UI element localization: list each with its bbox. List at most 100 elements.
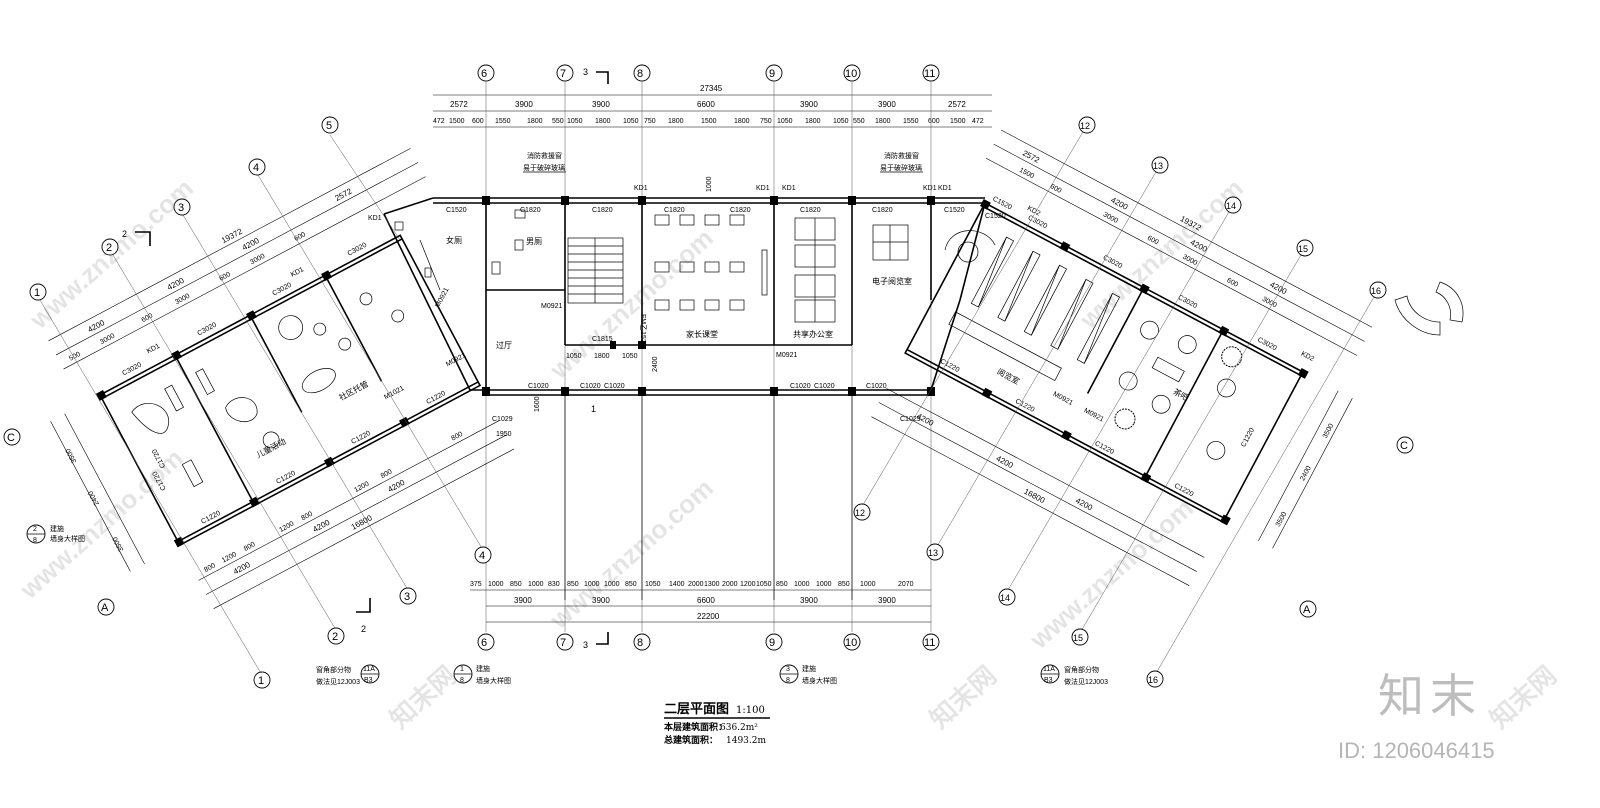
window-tag: C1020 xyxy=(580,383,601,390)
top-dimensions: 27345 2572 3900 3900 6600 3900 3900 2572… xyxy=(433,84,992,128)
dim-sub: 850 xyxy=(625,581,637,588)
central-block: 女厕 男厕 家长课堂 共享办公室 电子阅览室 过厅 C1520 C1820 C1… xyxy=(433,151,985,600)
curved-sofas xyxy=(1394,281,1464,336)
window-tag: KD1 xyxy=(368,215,382,222)
dim-sub: 850 xyxy=(567,581,579,588)
dim-sub: 1050 xyxy=(567,118,583,125)
room-label-parent-class: 家长课堂 xyxy=(686,329,718,339)
grid-bubble-12-bottom: 12 xyxy=(853,503,871,521)
note-fire-window-sub: 易于破碎玻璃 xyxy=(880,163,922,172)
dim-bay: 4200 xyxy=(1109,195,1129,212)
detail-symbol-2-8: 2 8 建施 墙身大样图 xyxy=(26,524,85,544)
detail-ref-title: 窗角部分物 xyxy=(1064,665,1099,674)
dim-sub: 800 xyxy=(243,541,257,553)
svg-text:11A: 11A xyxy=(363,666,375,673)
dim-sub: 3000 xyxy=(1261,296,1278,310)
grid-bubble-C-left: C xyxy=(3,428,21,446)
dim-bay: 4200 xyxy=(915,412,935,429)
grid-bubble-7-bottom: 7 xyxy=(556,633,574,651)
grid-bubble-9: 9 xyxy=(765,64,783,82)
grid-bubble-16: 16 xyxy=(1369,281,1387,299)
dim-vertical: 3500 xyxy=(65,447,79,464)
svg-text:14: 14 xyxy=(1226,201,1236,211)
svg-text:8: 8 xyxy=(33,537,37,544)
grid-bubble-13: 13 xyxy=(1151,156,1169,174)
window-tag: C3020 xyxy=(1256,336,1278,352)
dim-bay: 2572 xyxy=(1021,149,1041,166)
svg-text:11: 11 xyxy=(924,68,935,80)
svg-text:1: 1 xyxy=(460,666,464,673)
window-tag: C1020 xyxy=(866,383,887,390)
dim-sub: 375 xyxy=(470,581,482,588)
dim-bay: 2572 xyxy=(333,186,353,203)
dim-label: 1050 xyxy=(622,353,638,360)
svg-text:12: 12 xyxy=(1080,121,1090,131)
dim-sub: 600 xyxy=(1225,277,1239,289)
grid-bubble-3-bottom: 3 xyxy=(399,587,417,605)
dim-total-bottom: 22200 xyxy=(697,612,720,621)
dim-bay: 4200 xyxy=(311,518,331,535)
dim-sub: 850 xyxy=(838,581,850,588)
dim-sub: 600 xyxy=(1146,235,1160,247)
dim-sub: 2000 xyxy=(722,581,738,588)
door-tag: M1021 xyxy=(383,385,405,401)
dim-vertical: 2400 xyxy=(1299,465,1313,482)
brand-logo: 知末 ID: 1206046415 xyxy=(1338,670,1495,763)
room-label-children-activity: 儿童活动 xyxy=(254,436,287,460)
dim-sub: 1500 xyxy=(449,118,465,125)
dim-bay: 6600 xyxy=(697,100,715,109)
grid-bubble-C-right: C xyxy=(1396,436,1414,454)
window-tag: KD1 xyxy=(938,185,952,192)
dim-vertical: 3500 xyxy=(112,535,126,552)
room-label-womens-toilet: 女厕 xyxy=(446,235,462,245)
svg-text:6: 6 xyxy=(481,68,487,80)
left-connector: KD1 M0921 xyxy=(368,197,486,391)
svg-text:2: 2 xyxy=(332,631,338,643)
detail-ref-title: 窗角部分物 xyxy=(316,665,351,674)
dim-sub: 850 xyxy=(510,581,522,588)
dim-sub: 600 xyxy=(1049,183,1063,195)
dim-sub: 800 xyxy=(450,431,464,443)
dim-bay: 2572 xyxy=(450,100,468,109)
dim-sub: 1800 xyxy=(668,118,684,125)
grid-bubble-6: 6 xyxy=(477,64,495,82)
grid-bubble-10: 10 xyxy=(843,64,861,82)
dim-bay: 4200 xyxy=(995,454,1015,471)
svg-text:13: 13 xyxy=(1153,161,1163,171)
right-grid-axes: 12 13 14 15 16 12 13 14 15 16 C A xyxy=(853,116,1414,688)
dim-sub: 472 xyxy=(433,118,445,125)
detail-symbol-11a-right: 11A B3 窗角部分物 做法见12J003 xyxy=(1040,664,1108,686)
dim-sub: 1200 xyxy=(740,581,756,588)
grid-bubble-11-bottom: 11 xyxy=(922,633,940,651)
dim-sub: 3000 xyxy=(1102,211,1119,225)
room-label-tea-area: 茶吧 xyxy=(1172,386,1191,402)
detail-ref: 做法见12J003 xyxy=(316,677,360,686)
window-tag: KD1 xyxy=(634,185,648,192)
dim-sub: 800 xyxy=(203,562,217,574)
dim-bay: 4200 xyxy=(232,560,252,577)
detail-sub: 墙身大样图 xyxy=(50,534,85,543)
reading-table xyxy=(872,224,909,261)
section-mark-2: 2 xyxy=(361,624,366,634)
dim-vertical: 3500 xyxy=(1322,423,1336,440)
brand-id: ID: 1206046415 xyxy=(1338,738,1495,763)
dim-sub: 550 xyxy=(853,118,865,125)
dim-sub: 1050 xyxy=(777,118,793,125)
left-wing: 儿童活动 社区托管 C3020 C3020 C3020 C3020 C1220 … xyxy=(48,148,514,609)
room-label-social-care: 社区托管 xyxy=(337,379,370,403)
dim-sub: 1050 xyxy=(645,581,661,588)
svg-text:7: 7 xyxy=(560,68,566,80)
watermark: 知末网 xyxy=(384,660,462,734)
dim-bay: 4200 xyxy=(86,318,106,335)
dim-sub: 1050 xyxy=(833,118,849,125)
watermark: www.znzmo.com xyxy=(543,473,719,635)
section-mark-3: 3 3 xyxy=(583,67,609,650)
dim-bay: 3900 xyxy=(515,100,533,109)
watermark-layer: www.znzmo.com www.znzmo.com www.znzmo.co… xyxy=(13,173,1562,735)
detail-symbol-11a-left: 窗角部分物 做法见12J003 11A B3 xyxy=(316,664,380,686)
dim-label: 1000 xyxy=(706,176,713,192)
dim-sub: 1500 xyxy=(1018,167,1035,181)
grid-bubble-4-bottom: 4 xyxy=(474,546,492,564)
window-tag: C1820 xyxy=(592,207,613,214)
svg-text:7: 7 xyxy=(560,637,566,649)
